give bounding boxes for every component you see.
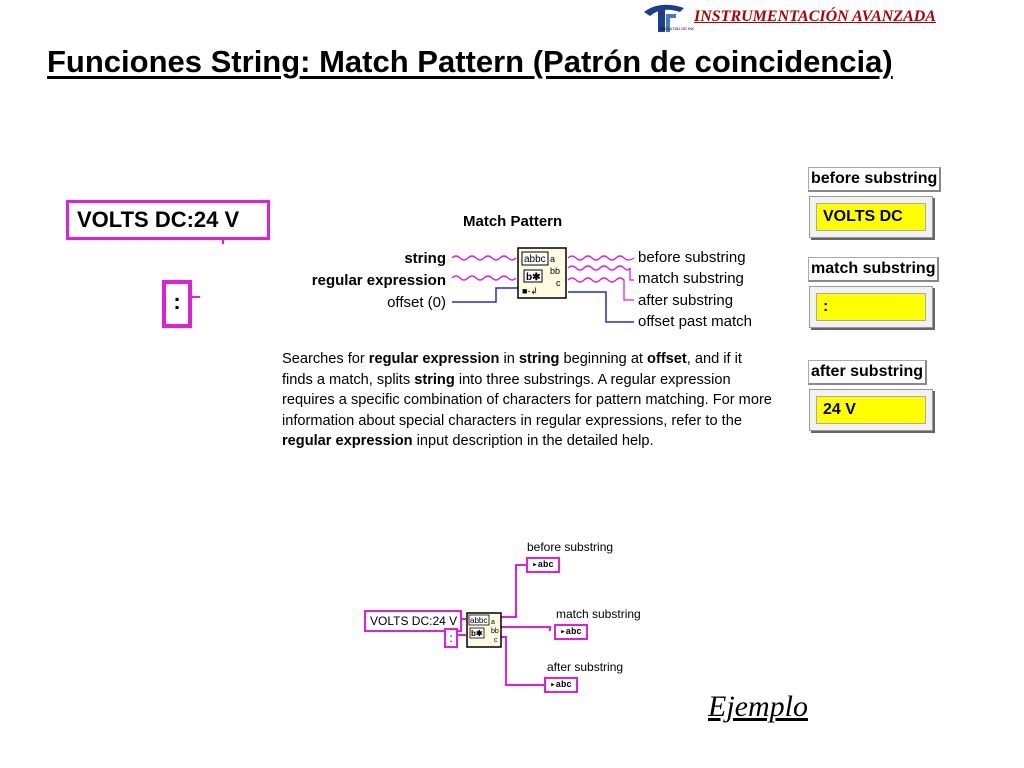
control-wire-stub	[222, 238, 224, 244]
description-segment: offset	[647, 351, 687, 367]
before-substring-value: VOLTS DC	[816, 203, 926, 231]
university-logo-icon	[644, 4, 684, 32]
header-brand: FACULTAD DE INGENIERIA INSTRUMENTACIÓN A…	[640, 2, 1020, 34]
description-segment: regular expression	[282, 433, 413, 449]
description-segment: regular expression	[368, 351, 500, 367]
svg-text:abbc: abbc	[470, 616, 487, 625]
output-after-label: after substring	[638, 292, 734, 309]
context-help-title: Match Pattern	[463, 213, 563, 230]
description-segment: input description in the detailed help.	[412, 433, 654, 449]
block-diagram-pattern-constant[interactable]: :	[444, 628, 458, 648]
context-help-description: Searches for regular expression in strin…	[282, 349, 772, 452]
logo-caption: FACULTAD DE INGENIERIA	[660, 26, 694, 31]
description-segment: into three substrings. A regular express…	[282, 371, 772, 429]
brand-text: INSTRUMENTACIÓN AVANZADA	[694, 8, 936, 25]
bd-before-terminal-text: abc	[537, 560, 554, 570]
description-segment: string	[518, 351, 560, 367]
match-pattern-function-icon[interactable]: abbc b✱ a bb c	[466, 612, 502, 648]
bd-match-terminal[interactable]: ▸abc	[554, 624, 588, 640]
svg-text:■-↲: ■-↲	[522, 286, 538, 296]
before-substring-indicator[interactable]: VOLTS DC	[809, 196, 933, 238]
description-segment: in	[499, 351, 519, 367]
pattern-constant[interactable]: :	[162, 280, 192, 328]
bd-match-terminal-text: abc	[565, 627, 582, 637]
description-segment: beginning at	[559, 351, 648, 367]
bd-after-terminal-text: abc	[555, 680, 572, 690]
description-segment: string	[414, 371, 455, 388]
after-substring-indicator[interactable]: 24 V	[809, 389, 933, 431]
svg-text:b✱: b✱	[526, 272, 541, 283]
before-substring-label: before substring	[808, 167, 942, 192]
example-label: Ejemplo	[708, 690, 808, 723]
svg-text:c: c	[494, 637, 498, 644]
output-before-label: before substring	[638, 249, 746, 266]
description-segment: Searches for	[282, 351, 369, 367]
match-substring-indicator[interactable]: :	[809, 286, 933, 328]
svg-text:c: c	[556, 278, 561, 288]
string-control[interactable]: VOLTS DC:24 V	[66, 200, 270, 240]
match-substring-label: match substring	[808, 257, 940, 282]
after-substring-value: 24 V	[816, 396, 926, 424]
input-offset-label: offset (0)	[387, 294, 446, 311]
description-segment: , and if it finds a match, splits	[282, 351, 742, 388]
block-diagram-string-constant[interactable]: VOLTS DC:24 V	[364, 610, 462, 632]
bd-before-terminal[interactable]: ▸abc	[526, 557, 560, 573]
svg-text:a: a	[491, 619, 495, 626]
pattern-wire-stub	[192, 296, 200, 298]
input-regex-label: regular expression	[311, 272, 446, 289]
output-offset-label: offset past match	[638, 313, 752, 330]
match-substring-value: :	[816, 293, 926, 321]
svg-text:b✱: b✱	[471, 629, 483, 638]
bd-after-terminal[interactable]: ▸abc	[544, 677, 578, 693]
page-title: Funciones String: Match Pattern (Patrón …	[47, 44, 893, 79]
svg-text:abbc: abbc	[524, 254, 546, 265]
after-substring-label: after substring	[808, 360, 928, 385]
svg-text:bb: bb	[491, 628, 499, 635]
svg-text:bb: bb	[550, 266, 560, 276]
bd-after-label: after substring	[547, 660, 624, 674]
bd-before-label: before substring	[527, 540, 614, 554]
svg-text:a: a	[550, 254, 555, 264]
bd-match-label: match substring	[556, 607, 641, 621]
input-string-label: string	[404, 250, 446, 267]
output-match-label: match substring	[638, 270, 744, 287]
context-help-diagram: abbc b✱ a bb c ■-↲	[451, 247, 635, 323]
